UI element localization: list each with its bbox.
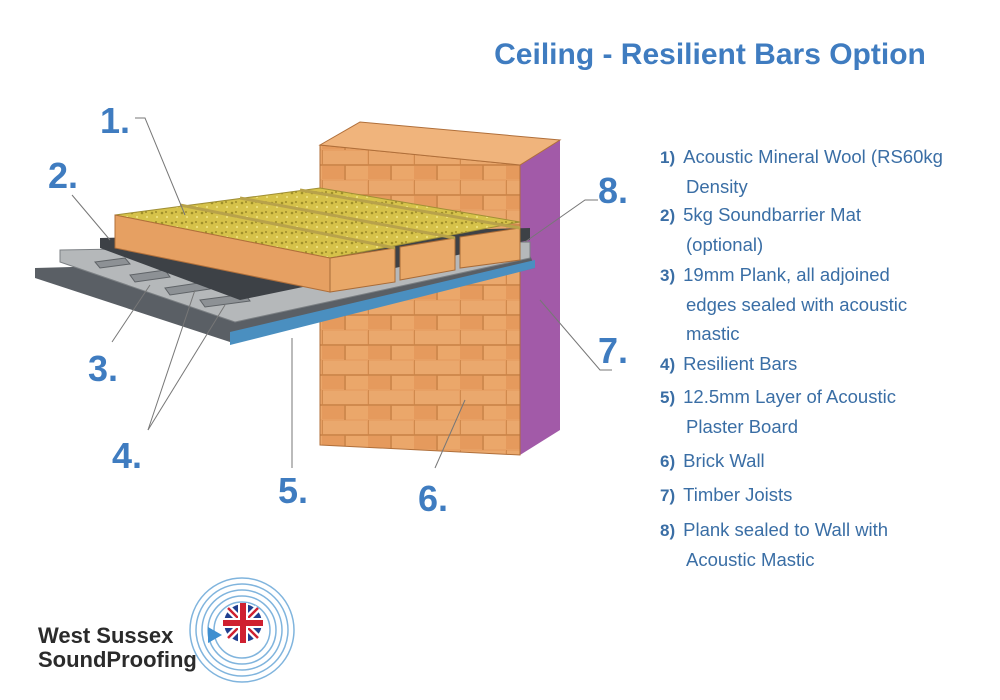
callout-6: 6. xyxy=(418,478,449,519)
diagram-title: Ceiling - Resilient Bars Option xyxy=(494,38,926,71)
wall-top xyxy=(318,121,562,166)
sound-wave-icon xyxy=(189,577,295,683)
resilient-bars xyxy=(94,257,251,308)
callout-4: 4. xyxy=(112,435,143,476)
company-logo: West Sussex SoundProofing xyxy=(30,575,310,685)
callout-1: 1. xyxy=(100,100,131,141)
callout-3: 3. xyxy=(88,348,119,389)
callout-8: 8. xyxy=(598,170,629,211)
wall-side xyxy=(520,140,560,455)
legend-item-5: 5)12.5mm Layer of Acoustic Plaster Board xyxy=(660,386,896,437)
logo-line-1: West Sussex xyxy=(38,623,174,648)
logo-line-2: SoundProofing xyxy=(38,647,197,672)
leader-lines xyxy=(71,117,612,469)
play-arrow-icon xyxy=(208,627,222,643)
union-flag-icon xyxy=(223,603,263,643)
plaster-board-edge xyxy=(230,260,535,345)
legend-item-6: 6)Brick Wall xyxy=(660,450,765,471)
legend-item-7: 7)Timber Joists xyxy=(660,484,793,505)
callout-7: 7. xyxy=(598,330,629,371)
callout-5: 5. xyxy=(278,470,309,511)
timber-joists xyxy=(329,227,521,293)
joist-tops xyxy=(179,188,521,250)
legend-item-2: 2)5kg Soundbarrier Mat (optional) xyxy=(660,204,862,255)
legend-item-1: 1)Acoustic Mineral Wool (RS60kg Density xyxy=(660,146,943,197)
legend-item-8: 8)Plank sealed to Wall with Acoustic Mas… xyxy=(660,519,889,570)
ceiling-diagram xyxy=(35,117,612,469)
legend-item-4: 4)Resilient Bars xyxy=(660,353,798,374)
callout-2: 2. xyxy=(48,155,79,196)
legend-item-3: 3)19mm Plank, all adjoined edges sealed … xyxy=(660,264,908,344)
